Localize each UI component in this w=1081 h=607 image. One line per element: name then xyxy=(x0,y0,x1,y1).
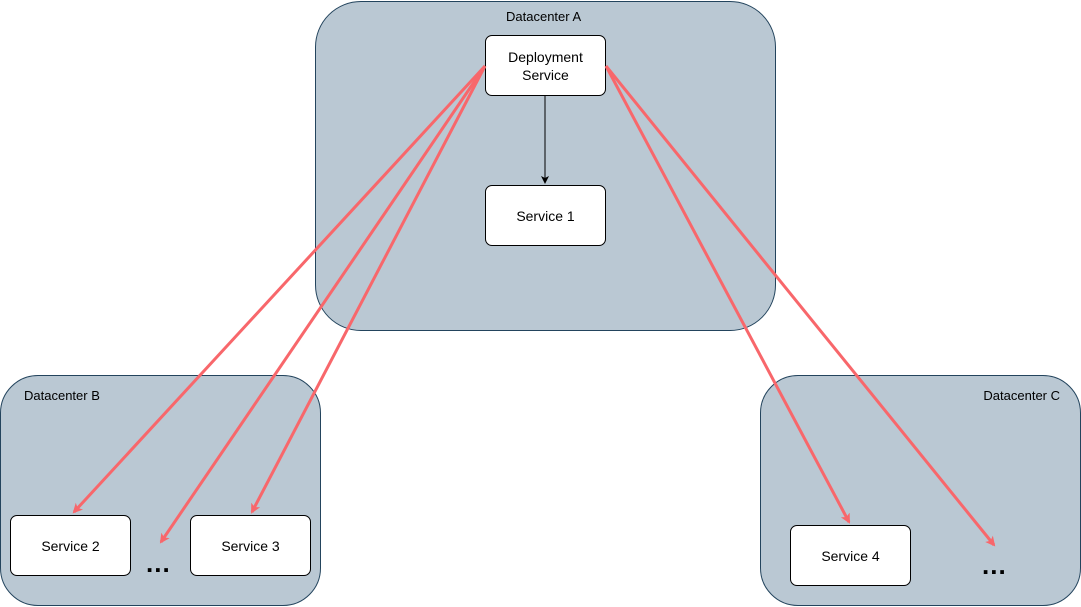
datacenter-c-ellipsis: ... xyxy=(982,550,1007,580)
datacenter-a-label: Datacenter A xyxy=(506,9,582,24)
service-3-box[interactable]: Service 3 xyxy=(190,515,311,576)
deployment-service-box[interactable]: Deployment Service xyxy=(485,35,606,96)
service-4-box[interactable]: Service 4 xyxy=(790,525,911,586)
service-4-label: Service 4 xyxy=(821,547,880,564)
deployment-service-label: Deployment Service xyxy=(508,48,583,83)
service-2-label: Service 2 xyxy=(41,537,100,554)
service-1-box[interactable]: Service 1 xyxy=(485,185,606,246)
datacenter-c-label: Datacenter C xyxy=(983,388,1060,403)
service-1-label: Service 1 xyxy=(516,207,575,224)
service-2-box[interactable]: Service 2 xyxy=(10,515,131,576)
service-3-label: Service 3 xyxy=(221,537,280,554)
datacenter-b-label: Datacenter B xyxy=(24,388,100,403)
datacenter-b-ellipsis: ... xyxy=(146,548,171,578)
